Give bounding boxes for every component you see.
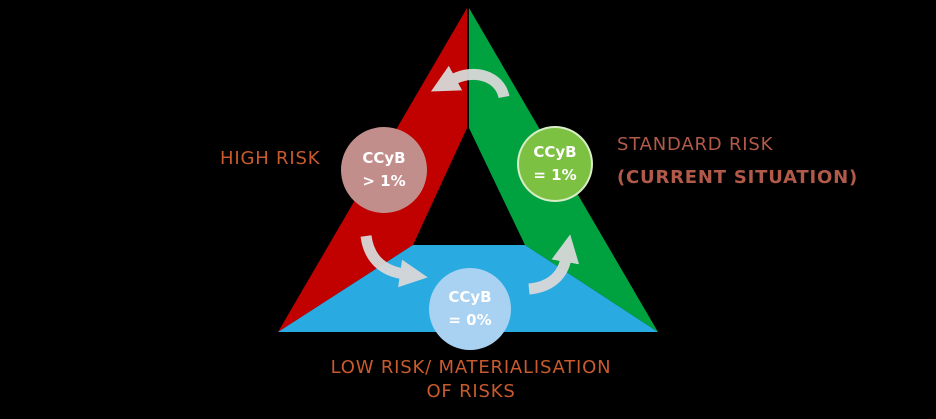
ccyb-high-value: > 1%	[362, 172, 406, 190]
ccyb-high-node: CCyB > 1%	[341, 127, 427, 213]
low-risk-label: LOW RISK/ MATERIALISATION OF RISKS	[321, 356, 621, 404]
high-risk-label: HIGH RISK	[220, 148, 321, 169]
ccyb-low-value: = 0%	[448, 311, 492, 329]
standard-risk-line2: (CURRENT SITUATION)	[617, 167, 858, 188]
low-risk-line2: OF RISKS	[426, 381, 516, 402]
ccyb-standard-node: CCyB = 1%	[517, 126, 593, 202]
ccyb-high-title: CCyB	[362, 149, 406, 167]
arrow-low-to-standard-icon	[528, 234, 580, 295]
arrow-high-to-low-icon	[360, 234, 428, 288]
ccyb-standard-title: CCyB	[533, 143, 577, 161]
standard-risk-label: STANDARD RISK (CURRENT SITUATION)	[617, 128, 858, 194]
ccyb-low-node: CCyB = 0%	[429, 268, 511, 350]
standard-risk-line1: STANDARD RISK	[617, 134, 774, 155]
arrow-standard-to-high-icon	[430, 65, 510, 99]
ccyb-low-title: CCyB	[448, 288, 492, 306]
ccyb-standard-value: = 1%	[533, 166, 577, 184]
low-risk-line1: LOW RISK/ MATERIALISATION	[330, 357, 612, 378]
